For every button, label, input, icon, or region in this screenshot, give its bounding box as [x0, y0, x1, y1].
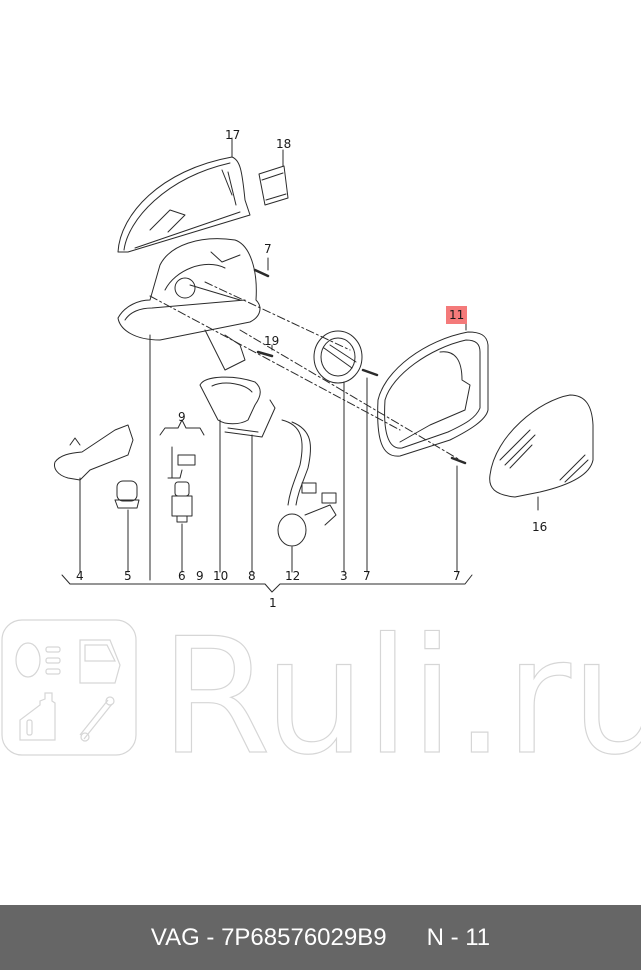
watermark-text: Ruli.ru: [160, 615, 641, 760]
screw-7-motor-icon: [361, 368, 379, 377]
bottom-label-4[interactable]: 4: [76, 569, 84, 583]
part-4-bracket-icon: [54, 424, 134, 481]
diagram-position: N - 11: [426, 923, 491, 951]
part-10-base-cover-icon: [199, 376, 261, 425]
mirror-base-icon: [117, 238, 261, 371]
exploded-view-drawing: [54, 137, 594, 593]
callout-19[interactable]: 19: [264, 334, 280, 348]
part-17-cap-icon: [117, 137, 251, 253]
watermark: Ruli.ru: [0, 602, 641, 791]
callout-17[interactable]: 17: [225, 128, 241, 142]
bottom-label-9[interactable]: 9: [196, 569, 204, 583]
bottom-label-5[interactable]: 5: [124, 569, 132, 583]
part-11-frame-icon: [377, 321, 489, 457]
part-9-clip-icon: [159, 419, 205, 479]
bottom-label-6[interactable]: 6: [178, 569, 186, 583]
bottom-label-10[interactable]: 10: [213, 569, 229, 583]
part-16-glass-icon: [489, 394, 594, 511]
callout-18[interactable]: 18: [276, 137, 292, 151]
part-5-bulb-icon: [114, 480, 140, 509]
part-8-seal-icon: [224, 399, 276, 438]
bottom-label-12[interactable]: 12: [285, 569, 301, 583]
part-3-motor-icon: [313, 330, 363, 384]
callout-7[interactable]: 7: [264, 242, 272, 256]
part-6-connector-icon: [171, 481, 193, 523]
footer-bar: VAG - 7P68576029B9 N - 11: [0, 905, 641, 970]
part-number: VAG - 7P68576029B9: [150, 923, 387, 951]
parts-diagram: 17 18 7 19 11 9 16 4 5 6 9 10 8 12 3 7 7…: [54, 128, 594, 610]
bottom-label-7b[interactable]: 7: [453, 569, 461, 583]
callout-16[interactable]: 16: [532, 520, 548, 534]
callout-9[interactable]: 9: [178, 410, 186, 424]
callout-11-highlighted[interactable]: 11: [446, 306, 468, 324]
ruli-logo-icon: Ruli.ru: [1, 602, 641, 791]
part-18-lens-icon: [258, 149, 289, 206]
bottom-label-8[interactable]: 8: [248, 569, 256, 583]
assembly-bracket: [61, 574, 473, 593]
screw-7-icon: [253, 268, 270, 278]
bottom-label-3[interactable]: 3: [340, 569, 348, 583]
assembly-label-1[interactable]: 1: [269, 596, 277, 610]
screw-19-icon: [256, 350, 274, 358]
screw-7-frame-icon: [450, 456, 467, 465]
bottom-label-7a[interactable]: 7: [363, 569, 371, 583]
part-12-harness-icon: [277, 419, 337, 547]
